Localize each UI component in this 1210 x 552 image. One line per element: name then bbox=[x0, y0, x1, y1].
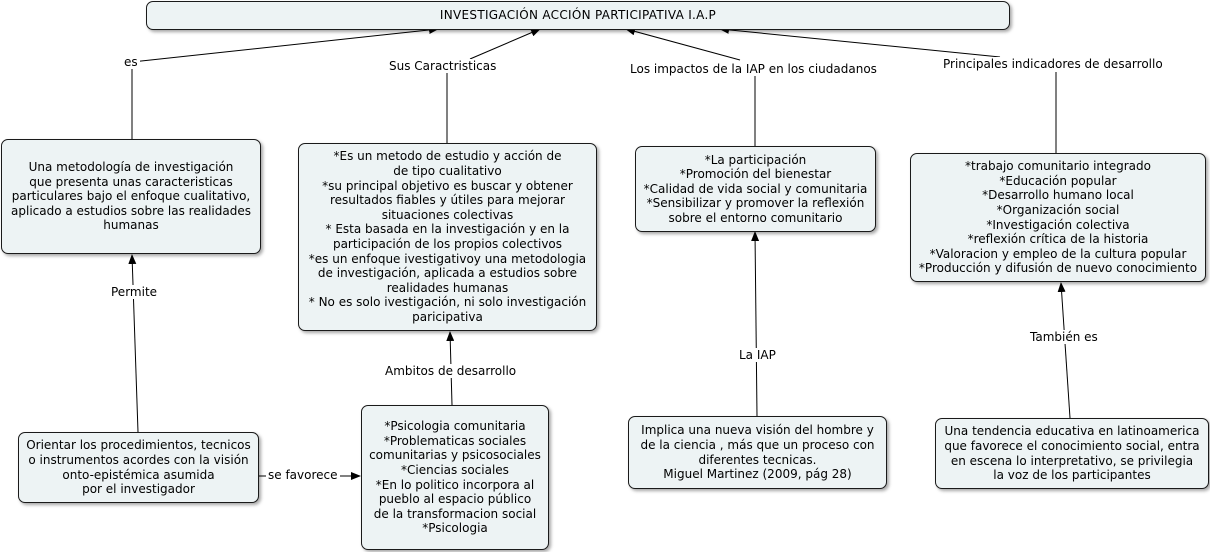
connector-tambien bbox=[1057, 282, 1071, 419]
node-metodologia-text: Una metodología de investigación que pre… bbox=[11, 160, 251, 233]
link-label-la-iap: La IAP bbox=[737, 348, 778, 362]
node-indicadores[interactable]: *trabajo comunitario integrado *Educació… bbox=[910, 153, 1206, 282]
title-text: INVESTIGACIÓN ACCIÓN PARTICIPATIVA I.A.P bbox=[439, 8, 717, 23]
node-orientar[interactable]: Orientar los procedimientos, tecnicos o … bbox=[18, 432, 259, 503]
title-node[interactable]: INVESTIGACIÓN ACCIÓN PARTICIPATIVA I.A.P bbox=[146, 1, 1010, 30]
node-metodologia[interactable]: Una metodología de investigación que pre… bbox=[1, 139, 261, 254]
link-label-ambitos: Ambitos de desarrollo bbox=[383, 364, 519, 378]
connector-caracteristicas-upper bbox=[469, 28, 541, 60]
link-label-es: es bbox=[122, 55, 140, 69]
link-label-permite: Permite bbox=[109, 285, 160, 299]
node-orientar-text: Orientar los procedimientos, tecnicos o … bbox=[26, 438, 251, 497]
link-label-tambien: También es bbox=[1028, 330, 1100, 344]
link-label-favorece: se favorece bbox=[266, 468, 340, 482]
node-caracteristicas-text: *Es un metodo de estudio y acción de de … bbox=[308, 149, 587, 324]
node-impactos-text: *La participación *Promoción del bienest… bbox=[643, 152, 868, 225]
node-vision[interactable]: Implica una nueva visión del hombre y de… bbox=[628, 416, 887, 489]
node-tendencia-text: Una tendencia educativa en latinoamerica… bbox=[944, 424, 1200, 483]
connector-indicadores-upper bbox=[719, 25, 1001, 58]
link-label-caracteristicas: Sus Caractristicas bbox=[387, 59, 499, 73]
node-vision-text: Implica una nueva visión del hombre y de… bbox=[640, 423, 875, 482]
connector-es-upper bbox=[131, 25, 439, 63]
link-label-indicadores: Principales indicadores de desarrollo bbox=[941, 57, 1165, 71]
node-ambitos-text: *Psicologia comunitaria *Problematicas s… bbox=[369, 419, 541, 536]
connector-permite bbox=[128, 254, 139, 433]
connector-impactos-upper bbox=[625, 27, 741, 61]
node-impactos[interactable]: *La participación *Promoción del bienest… bbox=[635, 146, 876, 232]
node-ambitos[interactable]: *Psicologia comunitaria *Problematicas s… bbox=[361, 405, 549, 550]
link-label-impactos: Los impactos de la IAP en los ciudadanos bbox=[628, 62, 879, 76]
node-indicadores-text: *trabajo comunitario integrado *Educació… bbox=[918, 159, 1198, 276]
node-tendencia[interactable]: Una tendencia educativa en latinoamerica… bbox=[935, 418, 1209, 489]
node-caracteristicas[interactable]: *Es un metodo de estudio y acción de de … bbox=[298, 143, 597, 331]
connector-la-iap bbox=[751, 231, 760, 417]
